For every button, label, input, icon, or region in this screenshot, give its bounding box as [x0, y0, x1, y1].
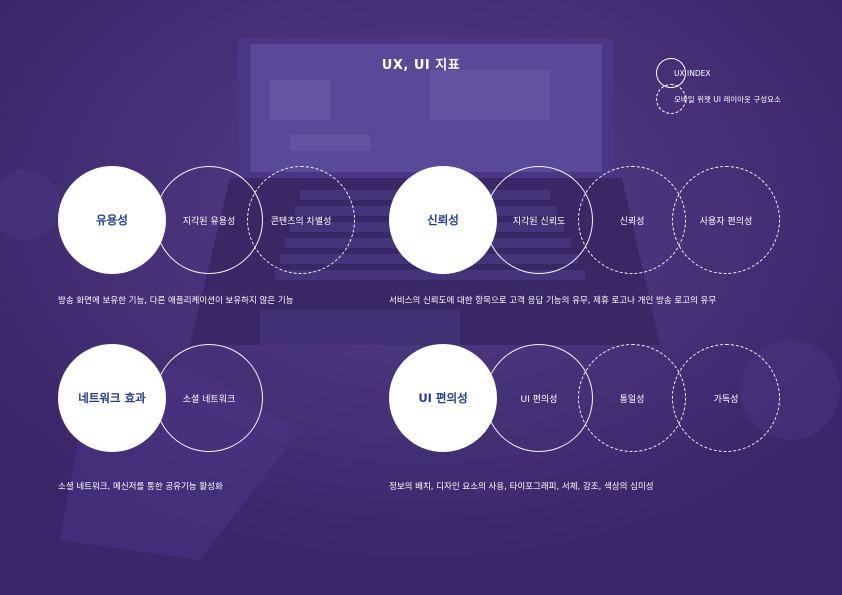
ui-convenience-sub-circle-2: 통일성 [578, 344, 686, 452]
reliability-sub-label-2: 신뢰성 [619, 216, 645, 227]
usability-sub-circle-2: 콘텐츠의 차별성 [247, 166, 355, 274]
ui-convenience-sub-label-2: 통일성 [619, 394, 645, 405]
reliability-description: 서비스의 신뢰도에 대한 항목으로 고객 응답 기능의 유무, 제휴 로고나 개… [389, 296, 717, 306]
network-description: 소셜 네트워크, 메신저를 통한 공유기능 활성화 [58, 482, 223, 492]
legend-dashed-circle-icon [656, 84, 686, 114]
usability-main-label: 유용성 [96, 213, 128, 227]
reliability-main-label: 신뢰성 [427, 213, 459, 227]
usability-sub-label-2: 콘텐츠의 차별성 [270, 216, 332, 227]
page-title: UX, UI 지표 [381, 58, 461, 73]
reliability-sub-circle-1: 지각된 신뢰도 [485, 166, 593, 274]
usability-description: 방송 화면에 보유한 기능, 다른 애플리케이션이 보유하지 않은 기능 [58, 296, 294, 306]
network-main-label: 네트워크 효과 [78, 391, 146, 405]
ui-convenience-description: 정보의 배치, 디자인 요소의 사용, 타이포그래피, 서체, 강조, 색상의 … [389, 482, 654, 492]
reliability-sub-label-3: 사용자 편의성 [699, 216, 753, 227]
network-main-circle: 네트워크 효과 [58, 344, 166, 452]
network-sub-circle-1: 소셜 네트워크 [155, 344, 263, 452]
ui-convenience-sub-circle-3: 가독성 [672, 344, 780, 452]
legend-layout-elements-label: 모바일 위젯 UI 레이아웃 구성요소 [674, 94, 781, 104]
reliability-sub-circle-2: 신뢰성 [578, 166, 686, 274]
usability-main-circle: 유용성 [58, 166, 166, 274]
legend-layout-elements: 모바일 위젯 UI 레이아웃 구성요소 [656, 84, 781, 114]
ui-convenience-main-label: UI 편의성 [418, 391, 468, 405]
ui-convenience-sub-label-3: 가독성 [713, 394, 739, 405]
reliability-main-circle: 신뢰성 [389, 166, 497, 274]
reliability-sub-circle-3: 사용자 편의성 [672, 166, 780, 274]
usability-sub-label-1: 지각된 유용성 [182, 216, 236, 227]
ui-convenience-sub-label-1: UI 편의성 [520, 394, 558, 405]
reliability-sub-label-1: 지각된 신뢰도 [512, 216, 566, 227]
ui-convenience-main-circle: UI 편의성 [389, 344, 497, 452]
network-sub-label-1: 소셜 네트워크 [182, 394, 236, 405]
legend-ux-index-label: UX INDEX [674, 68, 711, 78]
ui-convenience-sub-circle-1: UI 편의성 [485, 344, 593, 452]
